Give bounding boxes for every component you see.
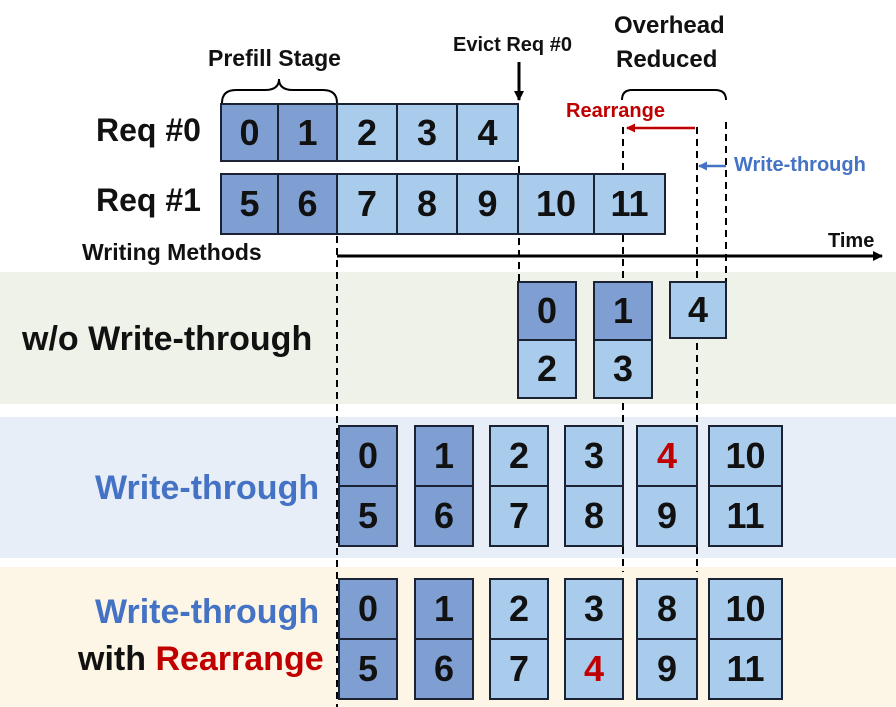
req0-block: 2 — [336, 103, 398, 162]
req1-block: 8 — [396, 173, 458, 235]
method-block: 1 — [593, 281, 653, 341]
with-word: with — [78, 640, 146, 678]
req1-label: Req #1 — [96, 182, 201, 218]
req1-block: 11 — [593, 173, 666, 235]
method-block: 3 — [564, 425, 624, 487]
method-block: 8 — [636, 578, 698, 640]
overhead-bracket — [621, 89, 727, 101]
req0-block: 3 — [396, 103, 458, 162]
write-through-rearrange-label-line1: Write-through — [95, 593, 320, 631]
method-block: 1 — [414, 578, 474, 640]
method-block: 9 — [636, 638, 698, 700]
method-block: 10 — [708, 425, 783, 487]
band-wo-write-through — [0, 272, 896, 404]
prefill-brace — [221, 78, 338, 104]
method-block: 7 — [489, 638, 549, 700]
rearrange-word: Rearrange — [155, 640, 324, 678]
prefill-stage-label: Prefill Stage — [208, 45, 341, 71]
method-block: 11 — [708, 485, 783, 547]
req1-block: 6 — [277, 173, 338, 235]
method-block: 0 — [338, 578, 398, 640]
method-block: 8 — [564, 485, 624, 547]
method-block: 0 — [338, 425, 398, 487]
method-block: 11 — [708, 638, 783, 700]
method-block-highlight: 4 — [564, 638, 624, 700]
method-block: 2 — [489, 578, 549, 640]
req0-block: 0 — [220, 103, 279, 162]
method-block: 2 — [489, 425, 549, 487]
write-through-arrow-label: Write-through — [734, 154, 866, 176]
method-block: 4 — [669, 281, 727, 339]
method-block: 3 — [564, 578, 624, 640]
method-block: 10 — [708, 578, 783, 640]
method-block: 0 — [517, 281, 577, 341]
overhead-label-line2: Reduced — [616, 46, 718, 73]
method-block: 3 — [593, 339, 653, 399]
writing-methods-label: Writing Methods — [82, 239, 262, 265]
overhead-label-line1: Overhead — [614, 12, 725, 39]
method-block: 1 — [414, 425, 474, 487]
req1-block: 9 — [456, 173, 519, 235]
req0-block: 1 — [277, 103, 338, 162]
method-block: 6 — [414, 485, 474, 547]
method-block: 5 — [338, 638, 398, 700]
method-block: 7 — [489, 485, 549, 547]
method-block: 6 — [414, 638, 474, 700]
method-block: 5 — [338, 485, 398, 547]
time-label: Time — [828, 230, 875, 252]
wo-write-through-label: w/o Write-through — [22, 320, 313, 358]
write-through-label: Write-through — [95, 469, 320, 507]
method-block: 2 — [517, 339, 577, 399]
rearrange-arrow-label: Rearrange — [566, 100, 665, 122]
req0-block: 4 — [456, 103, 519, 162]
req1-block: 5 — [220, 173, 279, 235]
req1-block: 10 — [517, 173, 595, 235]
method-block: 9 — [636, 485, 698, 547]
write-through-rearrange-label-line2: with Rearrange — [78, 640, 324, 679]
method-block-highlight: 4 — [636, 425, 698, 487]
evict-req-label: Evict Req #0 — [453, 34, 572, 56]
req0-label: Req #0 — [96, 112, 201, 148]
req1-block: 7 — [336, 173, 398, 235]
